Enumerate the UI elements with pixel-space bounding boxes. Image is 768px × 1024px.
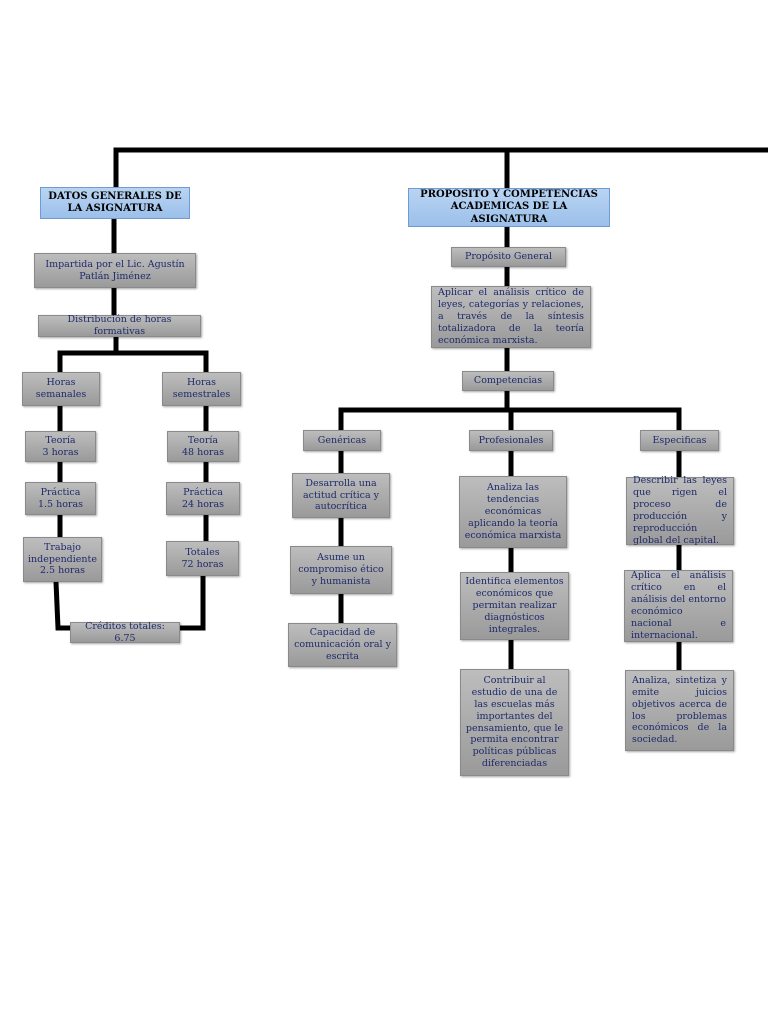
semester-totals-box: Totales 72 horas <box>166 541 239 576</box>
semester-theory-box: Teoría 48 horas <box>167 431 239 462</box>
weekly-hours-box: Horas semanales <box>22 372 100 406</box>
specific-competency-item: Aplica el análisis crítico en el análisi… <box>624 570 733 642</box>
generic-competency-item: Capacidad de comunicación oral y escrita <box>288 623 397 667</box>
specific-competency-item: Describir las leyes que rigen el proceso… <box>626 475 734 546</box>
competencies-label: Competencias <box>462 371 554 391</box>
general-purpose-text: Aplicar el análisis crítico de leyes, ca… <box>431 286 591 348</box>
professional-competency-item: Contribuir al estudio de una de las escu… <box>460 669 569 776</box>
weekly-theory-box: Teoría 3 horas <box>25 431 96 462</box>
distribution-box: Distribución de horas formativas <box>38 314 201 337</box>
general-data-header: DATOS GENERALES DE LA ASIGNATURA <box>40 187 190 219</box>
semester-practice-box: Práctica 24 horas <box>166 482 240 515</box>
semester-hours-box: Horas semestrales <box>162 372 241 406</box>
professional-competency-item: Analiza las tendencias económicas aplica… <box>459 476 567 548</box>
specific-competency-item: Analiza, sintetiza y emite juicios objet… <box>625 670 734 751</box>
professional-competencies-label: Profesionales <box>469 430 553 451</box>
purpose-competencies-header: PROPOSITO Y COMPETENCIAS ACADEMICAS DE L… <box>408 188 610 227</box>
professional-competency-item: Identifica elementos económicos que perm… <box>460 572 569 640</box>
general-purpose-label: Propósito General <box>451 247 566 267</box>
generic-competency-item: Asume un compromiso ético y humanista <box>290 546 392 594</box>
specific-competencies-label: Especificas <box>640 430 719 451</box>
total-credits-box: Créditos totales: 6.75 <box>70 621 180 644</box>
generic-competency-item: Desarrolla una actitud crítica y autocrí… <box>292 473 390 518</box>
weekly-practice-box: Práctica 1.5 horas <box>25 482 96 515</box>
generic-competencies-label: Genéricas <box>303 430 381 451</box>
instructor-box: Impartida por el Lic. Agustín Patlán Jim… <box>34 253 196 288</box>
weekly-independent-box: Trabajo independiente 2.5 horas <box>23 537 102 582</box>
